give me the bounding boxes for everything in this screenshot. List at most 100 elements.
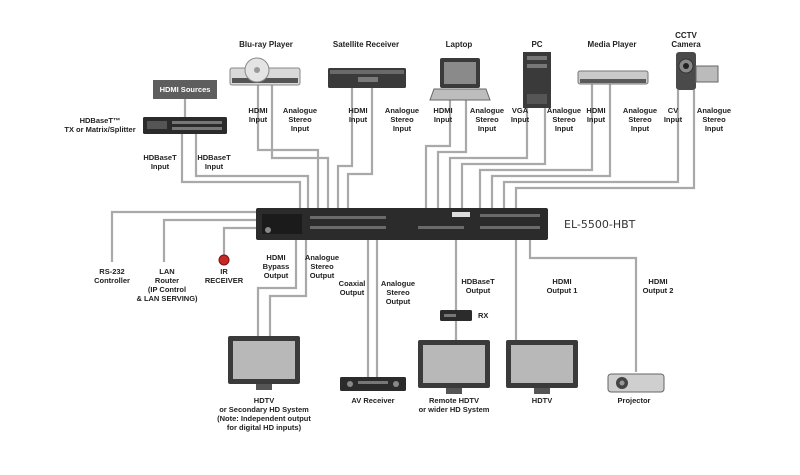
audio-out-2-label-1: Analogue (381, 279, 415, 288)
hdmi-bypass-label-3: Output (264, 271, 289, 280)
cable-hdbaset-tx-2 (194, 134, 310, 212)
bluray-hdmi-input-2: Input (249, 115, 268, 124)
el-5500-hbt-device (256, 208, 548, 240)
hdmi-sources-label: HDMI Sources (160, 85, 211, 94)
cctv-cv-input-2: Input (664, 115, 683, 124)
cable-rs232 (110, 210, 262, 262)
media-player-label: Media Player (588, 40, 637, 49)
laptop-hdmi-input-2: Input (434, 115, 453, 124)
cable-sat-audio (346, 88, 374, 212)
coaxial-label-1: Coaxial (339, 279, 366, 288)
cctv-audio-input-1: Analogue (697, 106, 731, 115)
satellite-receiver (328, 68, 406, 88)
lan-label-4: & LAN SERVING) (136, 294, 198, 303)
audio-out-1-label-3: Output (310, 271, 335, 280)
cctv-cv-input-1: CV (668, 106, 678, 115)
cctv-audio-input-2: Stereo (702, 115, 726, 124)
cable-hdmi-out-2 (528, 240, 638, 372)
cable-bluray-audio (270, 85, 330, 212)
rs232-label-2: Controller (94, 276, 130, 285)
hdbaset-tx-label-1: HDBaseT™ (80, 116, 121, 125)
laptop-audio-input-2: Stereo (475, 115, 499, 124)
hdbaset-tx-label-2: TX or Matrix/Splitter (64, 125, 135, 134)
hdbaset-out-label-1: HDBaseT (461, 277, 495, 286)
hdtv-label: HDTV (532, 396, 552, 405)
cctv-label-1: CCTV (675, 31, 697, 40)
hdtv-secondary-label-4: for digital HD inputs) (227, 423, 302, 432)
lan-label-3: (IP Control (148, 285, 186, 294)
audio-out-2-label-3: Output (386, 297, 411, 306)
hdbaset-input-label-2: Input (151, 162, 170, 171)
pc-audio-input-3: Input (555, 124, 574, 133)
projector-device (607, 373, 665, 393)
hdtv (506, 340, 578, 394)
bluray-player (229, 57, 301, 86)
cables (110, 84, 696, 377)
cable-laptop-audio (436, 100, 468, 212)
laptop-hdmi-input-1: HDMI (433, 106, 452, 115)
cctv-label-2: Camera (671, 40, 701, 49)
cable-hdmi-bypass-out (256, 240, 298, 336)
cable-lan (162, 218, 262, 262)
bluray-audio-input-3: Input (291, 124, 310, 133)
media-audio-input-3: Input (631, 124, 650, 133)
pc-label: PC (531, 40, 542, 49)
cable-laptop-hdmi (424, 100, 452, 212)
sat-hdmi-input-2: Input (349, 115, 368, 124)
satellite-label: Satellite Receiver (333, 40, 399, 49)
hdmi-out-1-label-2: Output 1 (547, 286, 578, 295)
hdmi-bypass-label-1: HDMI (266, 253, 285, 262)
cable-hdbaset-tx (180, 134, 302, 212)
sat-audio-input-3: Input (393, 124, 412, 133)
sat-audio-input-1: Analogue (385, 106, 419, 115)
hdmi-out-1-label-1: HDMI (552, 277, 571, 286)
cable-media-audio (490, 84, 612, 212)
hdbaset-input-b-label-2: Input (205, 162, 224, 171)
hdmi-out-2-label-2: Output 2 (643, 286, 674, 295)
rx-device (440, 310, 472, 321)
laptop (429, 58, 491, 101)
coaxial-label-2: Output (340, 288, 365, 297)
laptop-audio-input-1: Analogue (470, 106, 504, 115)
cable-media-hdmi (478, 84, 594, 212)
cctv-camera (676, 52, 719, 90)
hdbaset-input-label-1: HDBaseT (143, 153, 177, 162)
av-receiver-label: AV Receiver (351, 396, 394, 405)
ir-receiver (218, 254, 230, 266)
lan-label-2: Router (155, 276, 179, 285)
ir-label-1: IR (220, 267, 228, 276)
laptop-label: Laptop (446, 40, 473, 49)
model-label: EL-5500-HBT (564, 218, 636, 231)
bluray-label: Blu-ray Player (239, 40, 293, 49)
hdtv-secondary-label-3: (Note: Independent output (217, 414, 311, 423)
hdbaset-out-label-2: Output (466, 286, 491, 295)
pc-vga-input-2: Input (511, 115, 530, 124)
media-player (577, 70, 649, 85)
hdmi-sources-box (153, 80, 217, 99)
audio-out-1-label-2: Stereo (310, 262, 334, 271)
sat-hdmi-input-1: HDMI (348, 106, 367, 115)
cable-pc-vga (448, 108, 529, 212)
hdmi-out-2-label-1: HDMI (648, 277, 667, 286)
remote-hdtv-label-2: or wider HD System (419, 405, 490, 414)
cable-audio-out-1 (268, 240, 308, 336)
lan-label-1: LAN (159, 267, 174, 276)
rx-label: RX (478, 311, 488, 320)
cable-pc-audio (460, 108, 547, 212)
pc-vga-input-1: VGA (512, 106, 529, 115)
cable-cctv-cv (502, 90, 680, 212)
cable-sat-hdmi (336, 88, 354, 212)
hdtv-secondary (228, 336, 300, 390)
audio-out-1-label-1: Analogue (305, 253, 339, 262)
hdtv-secondary-label-1: HDTV (254, 396, 274, 405)
rs232-label-1: RS-232 (99, 267, 124, 276)
media-audio-input-2: Stereo (628, 115, 652, 124)
cctv-audio-input-3: Input (705, 124, 724, 133)
pc-audio-input-1: Analogue (547, 106, 581, 115)
hdmi-bypass-label-2: Bypass (263, 262, 290, 271)
media-audio-input-1: Analogue (623, 106, 657, 115)
hdbaset-tx-device (143, 117, 227, 134)
pc-tower (523, 52, 551, 108)
projector-label: Projector (618, 396, 651, 405)
